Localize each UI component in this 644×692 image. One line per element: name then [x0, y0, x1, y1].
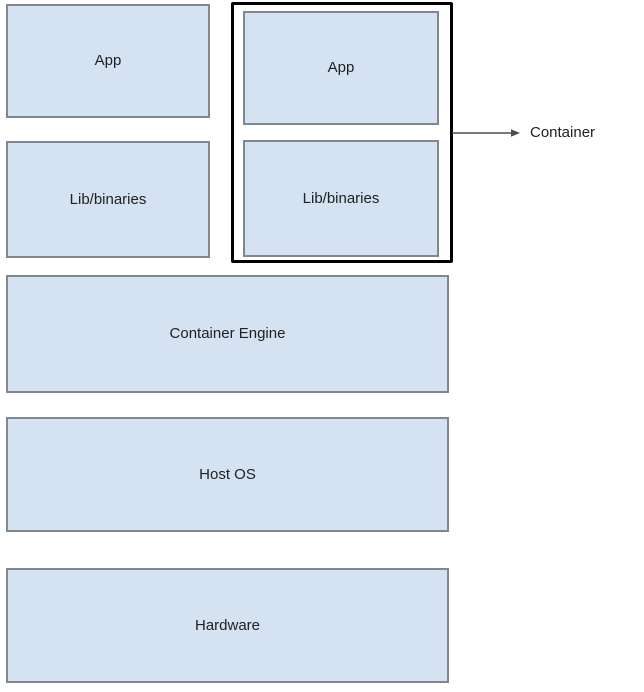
container-callout-label: Container: [530, 124, 596, 141]
container-engine-layer: Container Engine: [6, 275, 449, 393]
app-box-left-label: App: [94, 52, 122, 69]
lib-binaries-box-left: Lib/binaries: [6, 141, 210, 258]
hardware-layer-label: Hardware: [194, 616, 261, 634]
container-callout-arrow-icon: [452, 129, 520, 137]
app-box-container: App: [243, 11, 439, 125]
app-box-left: App: [6, 4, 210, 118]
host-os-layer-label: Host OS: [199, 465, 256, 483]
hardware-layer: Hardware: [6, 568, 449, 683]
lib-binaries-box-container: Lib/binaries: [243, 140, 439, 257]
lib-binaries-box-container-label: Lib/binaries: [302, 189, 380, 207]
lib-binaries-box-left-label: Lib/binaries: [69, 190, 147, 208]
host-os-layer: Host OS: [6, 417, 449, 532]
app-box-container-label: App: [327, 59, 355, 76]
container-outline: App Lib/binaries: [231, 2, 453, 263]
container-engine-layer-label: Container Engine: [169, 325, 286, 342]
